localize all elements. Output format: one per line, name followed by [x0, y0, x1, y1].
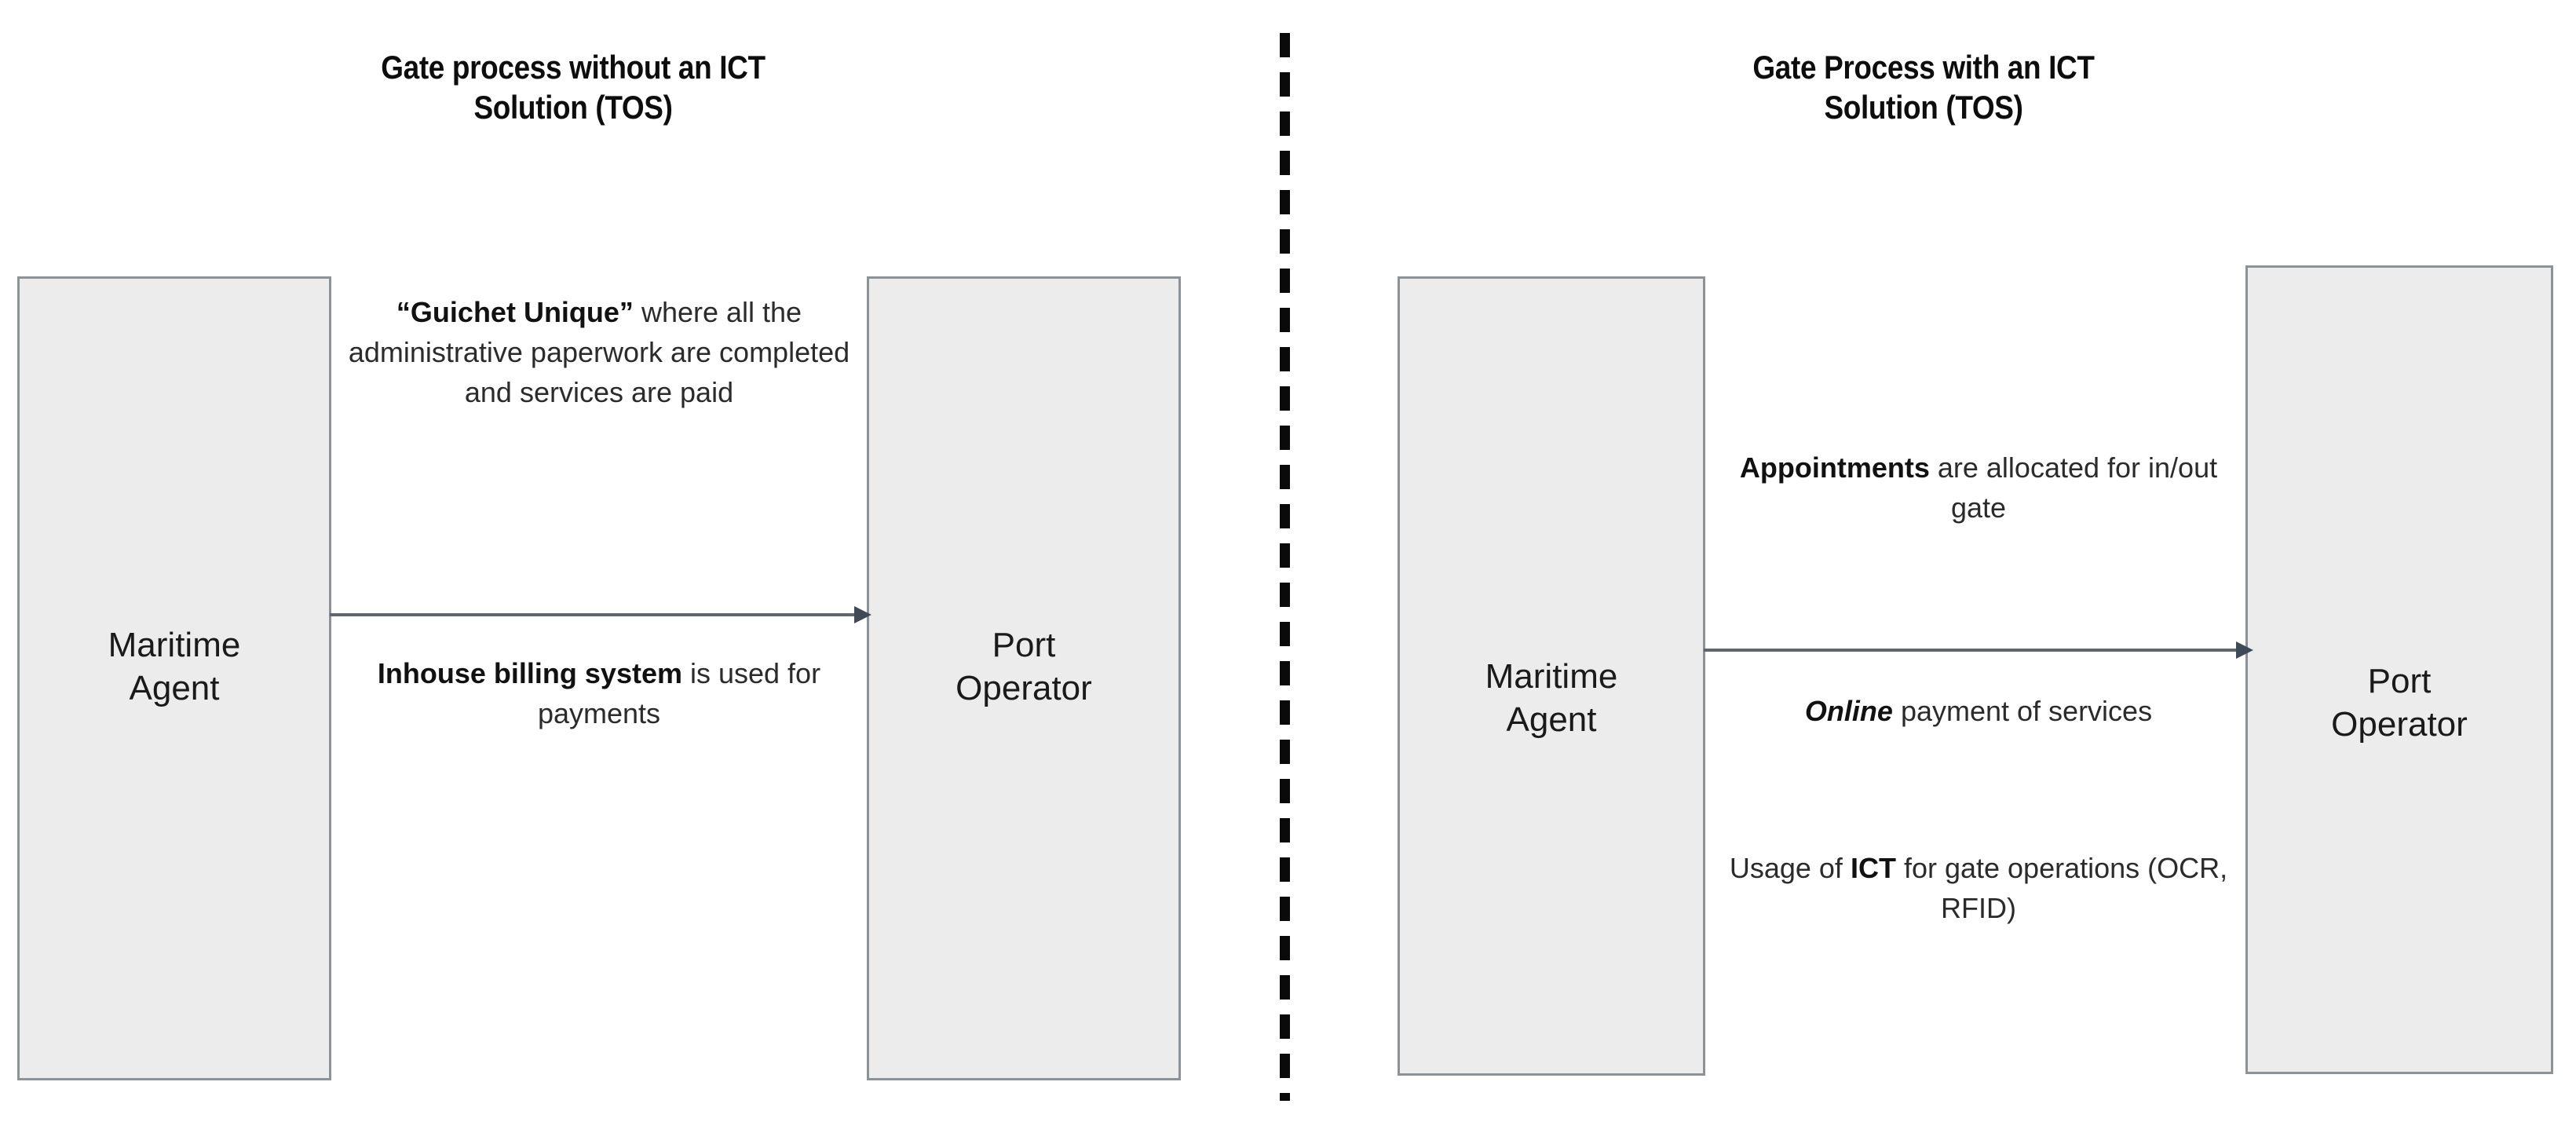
title-left-line1: Gate process without an ICT [381, 49, 765, 86]
panel-divider-dashed-line [1280, 33, 1290, 1101]
note-guichet-unique: “Guichet Unique” where all the administr… [338, 292, 860, 412]
title-right-line2: Solution (TOS) [1824, 89, 2023, 126]
actor-label-line1: Port [992, 626, 1056, 664]
actor-label-port-operator-right: Port Operator [2248, 660, 2551, 746]
actor-box-port-operator-left[interactable]: Port Operator [867, 276, 1181, 1080]
actor-label-line2: Agent [1506, 700, 1597, 739]
note-rest-text: where all the administrative paperwork a… [348, 296, 850, 409]
page-title-right: Gate Process with an ICT Solution (TOS) [1509, 47, 2338, 127]
title-left-line2: Solution (TOS) [473, 89, 673, 126]
actor-label-line2: Agent [129, 668, 220, 707]
note-rest-text: is used for payments [537, 657, 821, 730]
note-bold-phrase: Inhouse billing system [377, 657, 682, 689]
panel-without-ict: Gate process without an ICT Solution (TO… [0, 0, 1256, 1133]
note-online-payment: Online payment of services [1712, 691, 2245, 731]
actor-label-maritime-agent-left: Maritime Agent [20, 624, 329, 710]
title-right-line1: Gate Process with an ICT [1752, 49, 2095, 86]
actor-label-line1: Port [2367, 662, 2432, 700]
arrow-shaft [1704, 649, 2238, 652]
note-bold-phrase: ICT [1850, 852, 1896, 884]
flow-arrow-right [1704, 641, 2253, 659]
flow-arrow-left [330, 606, 871, 623]
arrow-head-icon [2236, 641, 2253, 659]
actor-label-line1: Maritime [108, 626, 241, 664]
note-bold-italic-phrase: Online [1804, 695, 1893, 727]
note-inhouse-billing: Inhouse billing system is used for payme… [338, 653, 860, 733]
actor-label-port-operator-left: Port Operator [869, 624, 1178, 710]
note-rest-text: for gate operations (OCR, RFID) [1895, 852, 2228, 925]
actor-label-line2: Operator [955, 668, 1092, 707]
actor-label-maritime-agent-right: Maritime Agent [1400, 656, 1703, 741]
note-rest-text: are allocated for in/out gate [1929, 451, 2218, 524]
actor-label-line2: Operator [2331, 704, 2468, 744]
note-ict-gate-operations: Usage of ICT for gate operations (OCR, R… [1712, 848, 2245, 928]
arrow-shaft [330, 613, 856, 616]
note-bold-phrase: “Guichet Unique” [396, 296, 634, 328]
note-rest-text: payment of services [1892, 695, 2153, 727]
note-bold-phrase: Appointments [1739, 451, 1930, 484]
panel-with-ict: Gate Process with an ICT Solution (TOS) … [1311, 0, 2576, 1133]
actor-box-maritime-agent-right[interactable]: Maritime Agent [1398, 276, 1705, 1076]
arrow-head-icon [854, 606, 871, 623]
note-appointments: Appointments are allocated for in/out ga… [1712, 448, 2245, 528]
note-pre-text: Usage of [1729, 852, 1851, 884]
actor-box-port-operator-right[interactable]: Port Operator [2245, 265, 2553, 1074]
actor-label-line1: Maritime [1485, 657, 1618, 696]
page-title-left: Gate process without an ICT Solution (TO… [166, 47, 981, 127]
actor-box-maritime-agent-left[interactable]: Maritime Agent [17, 276, 331, 1080]
